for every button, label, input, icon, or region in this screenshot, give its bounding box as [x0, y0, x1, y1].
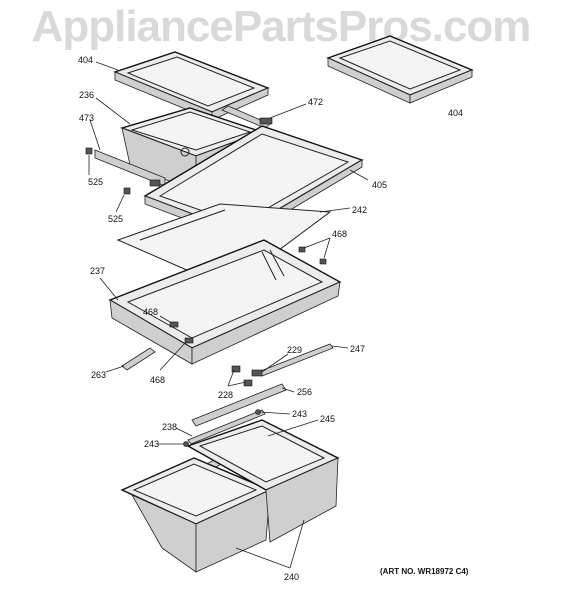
- callout-468-lower: 468: [150, 375, 166, 385]
- callout-238: 238: [162, 422, 178, 432]
- callout-468-right: 468: [332, 229, 348, 239]
- screw-525-bottom: [123, 187, 131, 195]
- clip-468-front: [169, 321, 179, 328]
- callout-242: 242: [352, 205, 368, 215]
- callout-263: 263: [91, 370, 107, 380]
- callout-404-right: 404: [448, 108, 464, 118]
- callout-236: 236: [79, 90, 95, 100]
- callout-405: 405: [372, 180, 388, 190]
- callout-243-right: 243: [292, 409, 308, 419]
- glass-shelf-404-right: [326, 35, 474, 104]
- screw-243-right: [255, 409, 261, 415]
- clip-468-lower: [184, 337, 194, 344]
- callout-468-front: 468: [143, 307, 159, 317]
- art-number: (ART NO. WR18972 C4): [380, 567, 469, 576]
- drawer-rail-472: [221, 105, 273, 129]
- crisper-drawer-240-right: [186, 419, 340, 543]
- rail-256: [191, 383, 287, 427]
- callout-525-lower: 525: [108, 214, 124, 224]
- leader-lines: [88, 61, 369, 569]
- callout-245: 245: [320, 414, 336, 424]
- callout-525-upper: 525: [88, 177, 104, 187]
- callout-256: 256: [297, 387, 313, 397]
- callout-247: 247: [350, 344, 366, 354]
- crisper-drawer-240-left: [120, 457, 272, 573]
- callout-228: 228: [218, 390, 234, 400]
- callout-229: 229: [287, 345, 303, 355]
- bracket-228: [231, 365, 253, 387]
- callout-472: 472: [308, 97, 324, 107]
- screw-525-top: [85, 147, 93, 155]
- callout-243-left: 243: [144, 439, 160, 449]
- callout-473: 473: [79, 113, 95, 123]
- bracket-229: [251, 369, 263, 377]
- shelf-frame-237: [108, 239, 342, 365]
- clips-468-right: [298, 246, 327, 265]
- rod-263: [121, 347, 156, 371]
- callout-404-left: 404: [78, 55, 94, 65]
- rail-238: [187, 409, 266, 445]
- callout-237: 237: [90, 266, 106, 276]
- callout-240: 240: [284, 572, 300, 582]
